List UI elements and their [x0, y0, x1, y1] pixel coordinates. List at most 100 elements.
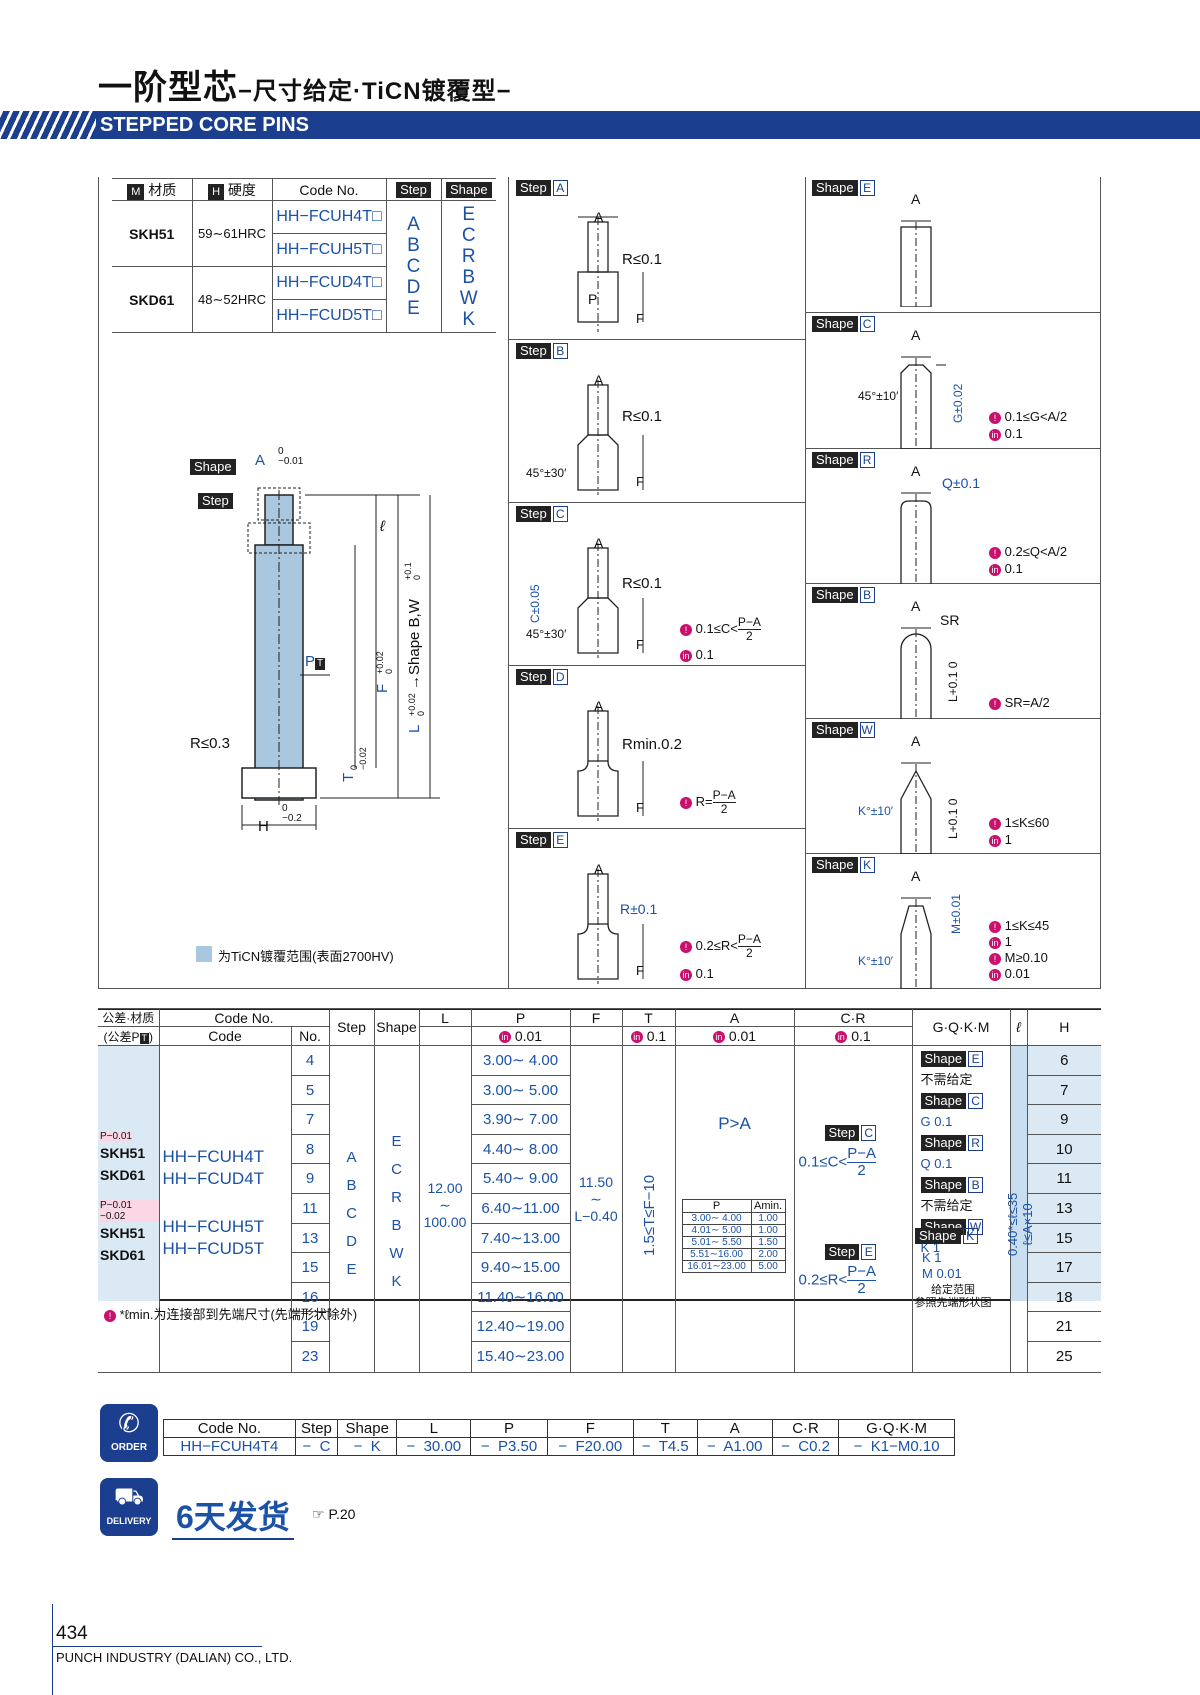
delivery-icon-label: DELIVERY — [106, 1516, 152, 1526]
step-e-a: A — [594, 861, 604, 877]
step-e-frac-top: P−A — [737, 932, 761, 947]
step-a-r: R≤0.1 — [622, 251, 662, 268]
th-h: H — [1026, 1008, 1101, 1046]
step-d-id: D — [552, 669, 568, 685]
shape-w-a: A — [911, 733, 921, 749]
tol-p-002: P−0.01 −0.02 — [100, 1200, 159, 1222]
shape-c-note2: 0.1 — [1004, 426, 1023, 441]
shape-w-tol-icon: ! — [989, 817, 1001, 830]
amin-p-1: 4.01∼ 5.00 — [681, 1224, 752, 1237]
th-gqkm: G·Q·K·M — [911, 1008, 1011, 1046]
shape-w-note1: 1≤K≤60 — [1004, 815, 1050, 830]
step-e-note2: 0.1 — [695, 966, 714, 981]
spec-table: M 材质 H 硬度 Code No. Step Shape SKH51 59∼6… — [112, 178, 496, 333]
shape-list: E C R B W K — [440, 200, 496, 333]
footnote-icon: ! — [104, 1309, 116, 1322]
shape-c-g: G±0.02 — [951, 383, 965, 423]
hardness-skd61: 48∼52HRC — [191, 266, 273, 333]
h-value-5: 13 — [1027, 1194, 1101, 1224]
h-value-1: 7 — [1027, 1076, 1101, 1106]
h-value-3: 10 — [1027, 1135, 1101, 1165]
shape-c-in-icon: in — [989, 428, 1001, 441]
th-p-tol: 0.01 — [514, 1028, 543, 1044]
shape-e-id: E — [859, 180, 875, 196]
th-t: T — [621, 1008, 676, 1027]
step-c-r: R≤0.1 — [622, 575, 662, 592]
order-value-6: − T4.5 — [632, 1437, 698, 1456]
order-header-7: A — [696, 1419, 773, 1438]
shape-k-note3: M≥0.10 — [1004, 950, 1048, 965]
tol-p-001: P−0.01 — [100, 1131, 132, 1142]
gqkm-id-c: C — [968, 1093, 984, 1109]
hardness-header: 硬度 — [227, 181, 256, 198]
th-f: F — [569, 1008, 623, 1027]
gqkm-id-w: W — [968, 1219, 984, 1235]
a-relation: P>A — [718, 1114, 751, 1133]
order-header-5: F — [546, 1419, 634, 1438]
gqkm-val-c: G 0.1 — [920, 1114, 953, 1129]
cr-r-frac-bot: 2 — [857, 1280, 866, 1297]
order-header-2: Shape — [337, 1419, 398, 1438]
shape-r-note1: 0.2≤Q<A/2 — [1004, 544, 1068, 559]
gqkm-val-m: M 0.01 — [922, 1266, 962, 1281]
main-h-label: H — [258, 818, 269, 835]
main-a-tol-bot: −0.01 — [278, 456, 304, 467]
order-value-8: − C0.2 — [771, 1437, 840, 1456]
h-value-0: 6 — [1027, 1046, 1101, 1076]
shape-k-tag: Shape — [812, 857, 858, 873]
step-c-c: C±0.05 — [528, 584, 542, 623]
cr-c-frac-top: P−A — [847, 1145, 876, 1163]
step-d-frac-top: P−A — [712, 788, 736, 803]
p-range-3: 4.40∼ 8.00 — [471, 1135, 570, 1165]
step-d-tol-icon: ! — [680, 796, 692, 809]
step-column-values: A B C D E — [328, 1045, 375, 1373]
step-c-in-icon: in — [680, 649, 692, 662]
th-cr-in-icon: in — [835, 1031, 848, 1044]
cr-step-id-e: E — [861, 1244, 877, 1260]
th-cr-tol: 0.1 — [851, 1028, 871, 1044]
main-shape-tag: Shape — [190, 459, 236, 475]
cr-c-frac-bot: 2 — [857, 1162, 866, 1179]
step-e-frac-bot: 2 — [745, 946, 753, 960]
gqkm-id-k: K — [962, 1228, 978, 1244]
step-a-a: A — [594, 209, 604, 225]
amin-a-4: 5.00 — [750, 1260, 786, 1273]
p-range-4: 5.40∼ 9.00 — [471, 1164, 570, 1194]
cr-r-frac-top: P−A — [847, 1263, 876, 1281]
shape-r-tag: Shape — [812, 452, 858, 468]
order-value-9: − K1−M0.10 — [838, 1437, 955, 1456]
h-value-10: 25 — [1055, 1347, 1073, 1365]
order-header-3: L — [396, 1419, 472, 1438]
band-stripes — [0, 111, 96, 139]
shape-w-id: W — [859, 722, 875, 738]
shape-k-tol-icon: ! — [989, 920, 1001, 933]
shape-k-k: K°±10′ — [858, 954, 893, 968]
code-fcuh4t: HH−FCUH4T□ — [271, 200, 387, 234]
shape-k-note2: 1 — [1004, 934, 1012, 949]
delivery-days: 6天发货 — [172, 1492, 294, 1540]
material-header: 材质 — [148, 181, 177, 198]
cr-step-tag-e: Step — [824, 1244, 860, 1260]
order-header-9: G·Q·K·M — [838, 1419, 955, 1438]
shape-b-tag: Shape — [812, 587, 858, 603]
step-e-in-icon: in — [680, 968, 692, 981]
main-a-tol-top: 0 — [278, 446, 284, 457]
main-spec-table: 公差·材质 Code No. Step Shape L P F T A C·R … — [98, 1008, 1101, 1373]
shape-r-note2: 0.1 — [1004, 561, 1023, 576]
shape-k-in-icon: in — [989, 936, 1001, 949]
shape-w-l: L+0.1 0 — [946, 798, 960, 839]
delivery-ref[interactable]: ☞ P.20 — [312, 1506, 356, 1522]
shape-k-note1: 1≤K≤45 — [1004, 918, 1050, 933]
main-l-small: ℓ — [380, 518, 385, 535]
l-range: 12.00 ∼ 100.00 — [418, 1045, 472, 1373]
shape-b-tol-icon: ! — [989, 697, 1001, 710]
no-value-9: 19 — [291, 1312, 329, 1342]
step-c-note1: 0.1≤C< — [695, 620, 738, 636]
no-value-6: 13 — [291, 1224, 329, 1254]
shape-r-a: A — [911, 463, 921, 479]
shape-k-tol-icon-2: ! — [989, 952, 1001, 965]
